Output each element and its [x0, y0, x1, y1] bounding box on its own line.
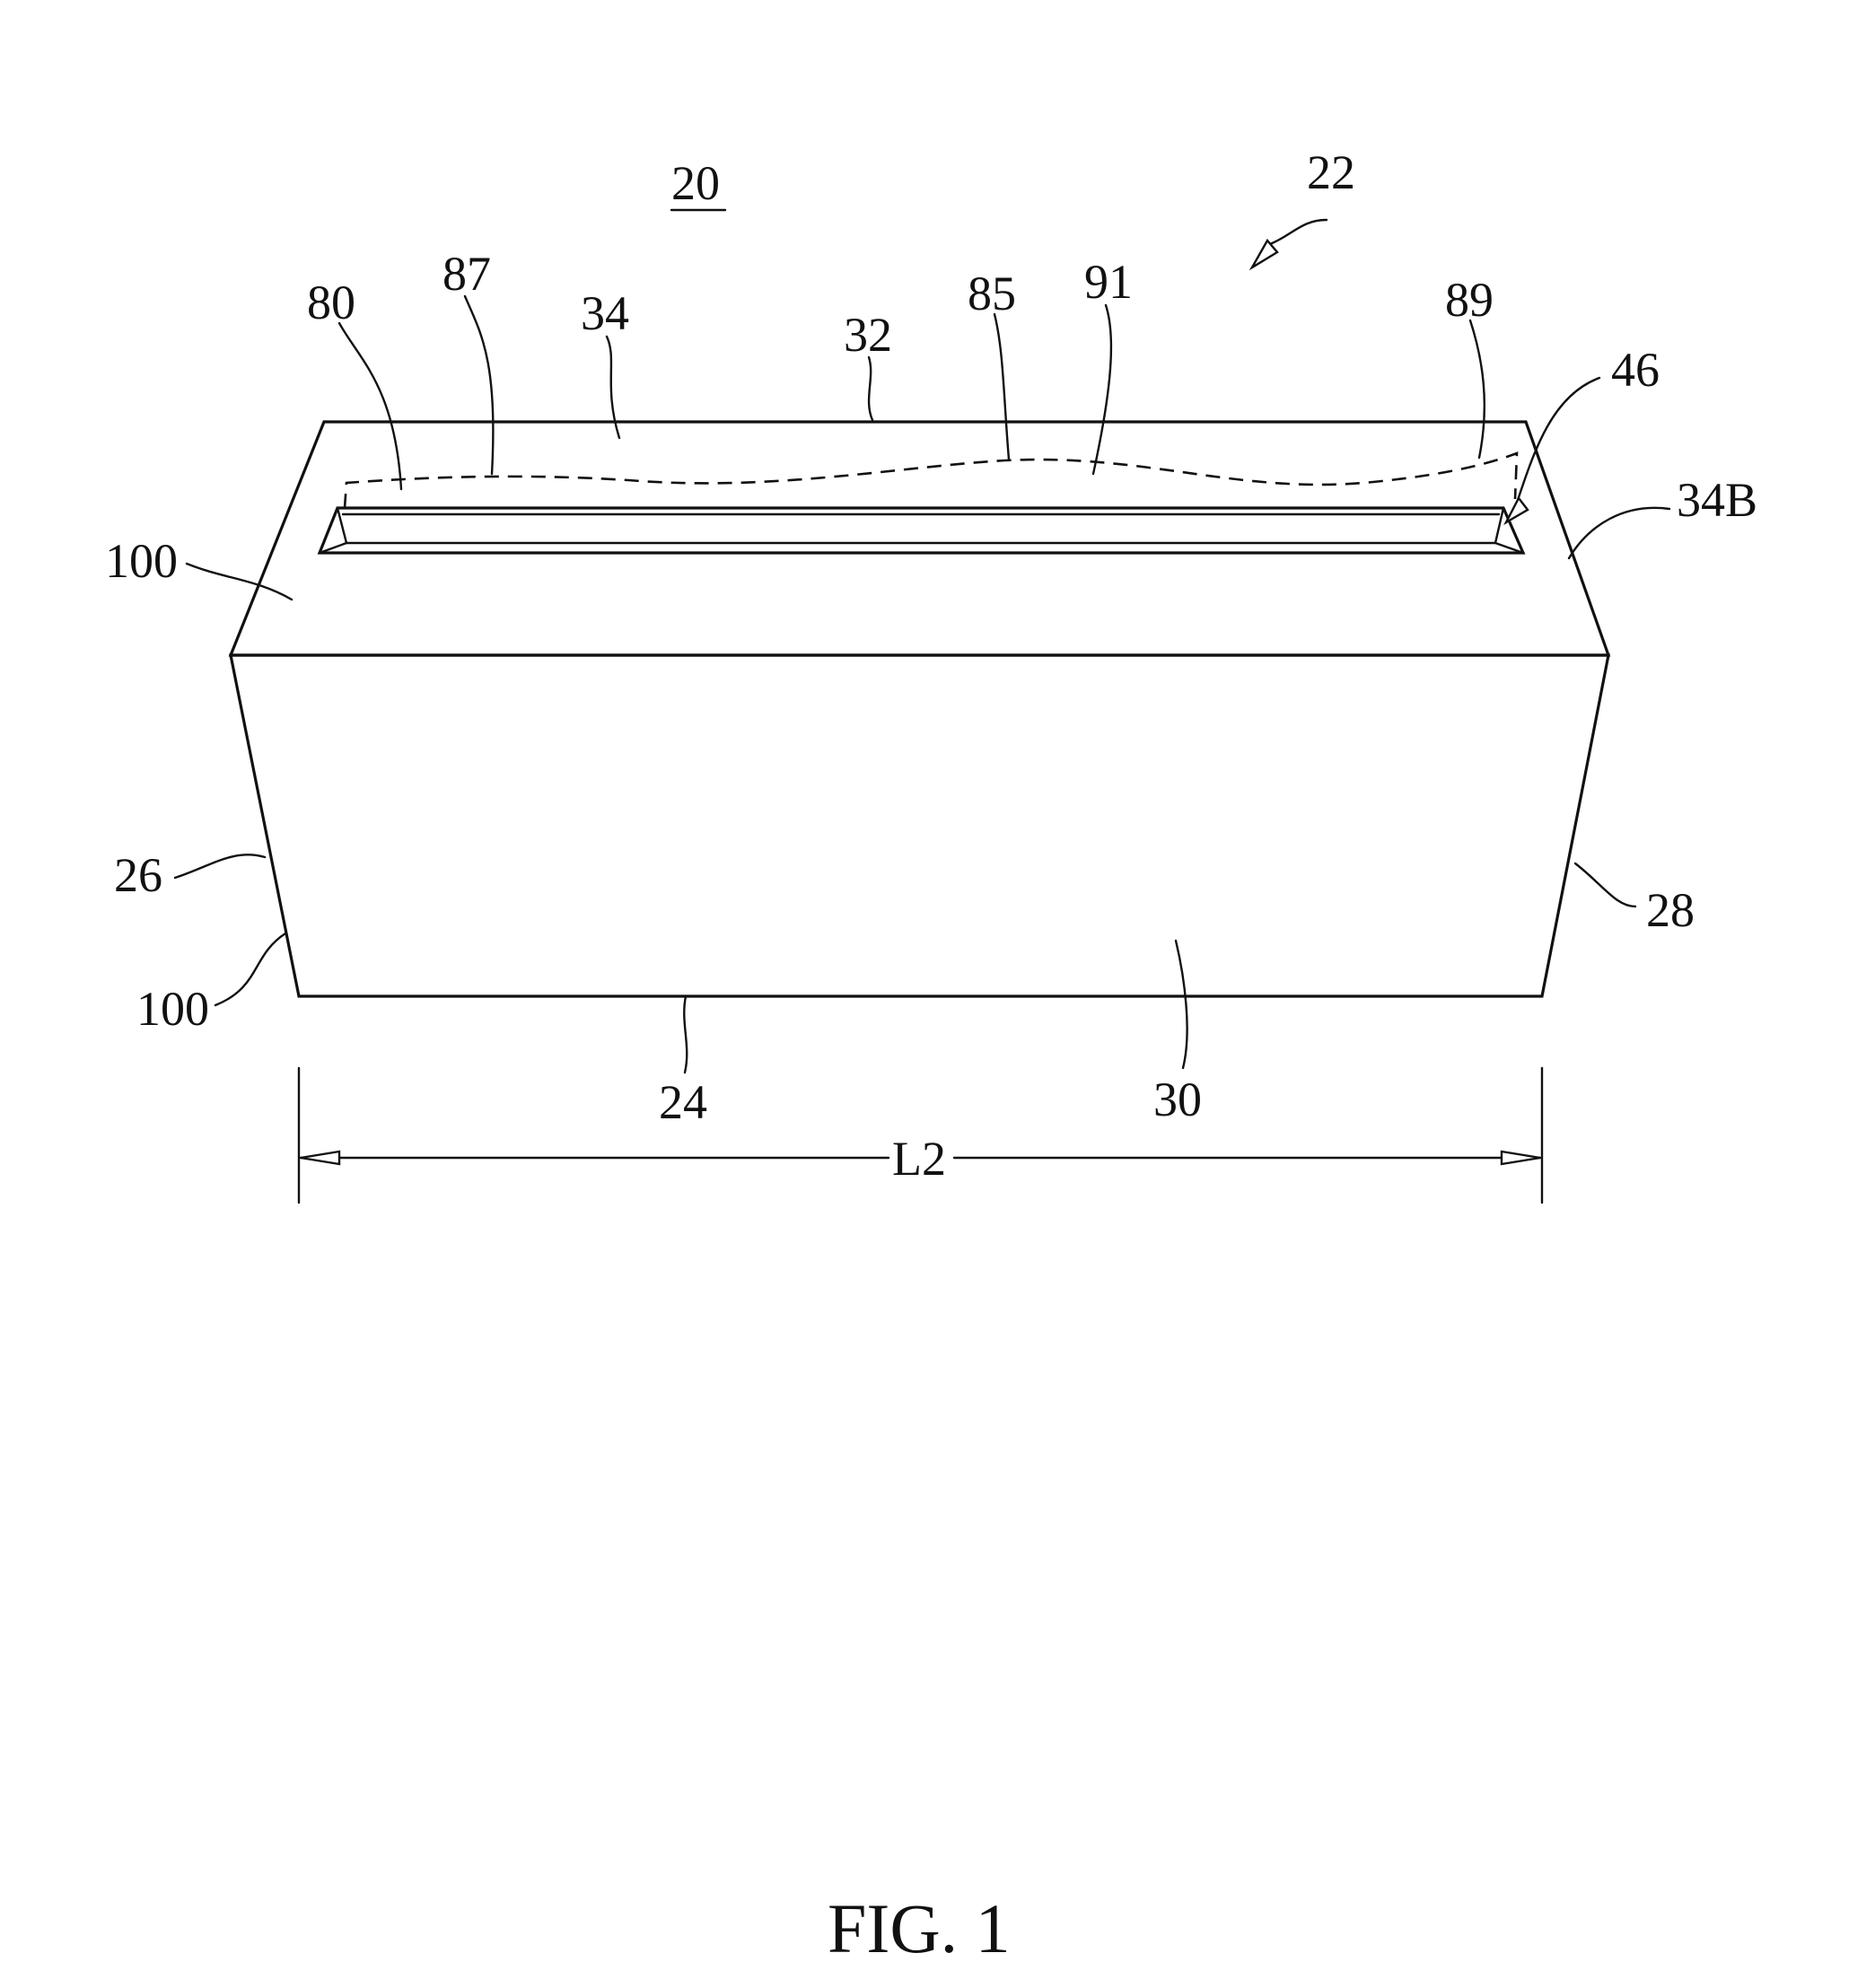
arrow-46-head — [1506, 498, 1528, 522]
label-85: 85 — [968, 267, 1016, 320]
leader-100-top — [187, 564, 292, 600]
dimension-arrow-left — [301, 1152, 339, 1164]
label-100-bottom: 100 — [136, 982, 209, 1036]
figure-caption: FIG. 1 — [828, 1889, 1011, 1967]
leader-32 — [869, 357, 872, 420]
box-top-face — [231, 422, 1608, 655]
leader-24 — [684, 996, 687, 1073]
dimension-arrow-right — [1502, 1152, 1540, 1164]
box-front-face — [231, 655, 1608, 996]
leader-34B — [1569, 508, 1669, 558]
label-32: 32 — [844, 308, 892, 362]
label-46: 46 — [1611, 343, 1660, 397]
label-30: 30 — [1153, 1073, 1202, 1126]
dispensing-slot — [320, 508, 1523, 553]
label-34: 34 — [581, 286, 629, 340]
leader-22 — [1270, 220, 1327, 244]
leader-30 — [1176, 941, 1187, 1068]
label-89: 89 — [1445, 273, 1494, 327]
leader-87 — [465, 296, 493, 474]
label-28: 28 — [1646, 883, 1695, 937]
leader-lines — [175, 220, 1669, 1073]
leader-91 — [1093, 305, 1111, 474]
arrow-22-head — [1252, 241, 1277, 267]
leader-28 — [1575, 863, 1635, 906]
perforation-dashed-line — [345, 453, 1517, 508]
label-24: 24 — [659, 1075, 707, 1129]
label-80: 80 — [307, 276, 355, 329]
label-91: 91 — [1084, 255, 1133, 309]
leader-100-bottom — [215, 933, 285, 1005]
label-26: 26 — [114, 848, 162, 902]
leader-85 — [994, 314, 1009, 460]
leader-26 — [175, 854, 265, 878]
leader-89 — [1470, 320, 1485, 458]
label-assembly-20: 20 — [671, 156, 720, 210]
leader-46 — [1517, 378, 1599, 503]
label-100-top: 100 — [105, 534, 178, 588]
leader-80 — [339, 323, 401, 489]
label-87: 87 — [442, 247, 491, 301]
label-22: 22 — [1307, 145, 1355, 199]
reference-labels: 20 22 80 87 34 32 85 91 89 46 34B 100 26… — [105, 145, 1757, 1186]
label-dimension-l2: L2 — [892, 1132, 946, 1186]
label-34B: 34B — [1677, 473, 1757, 527]
